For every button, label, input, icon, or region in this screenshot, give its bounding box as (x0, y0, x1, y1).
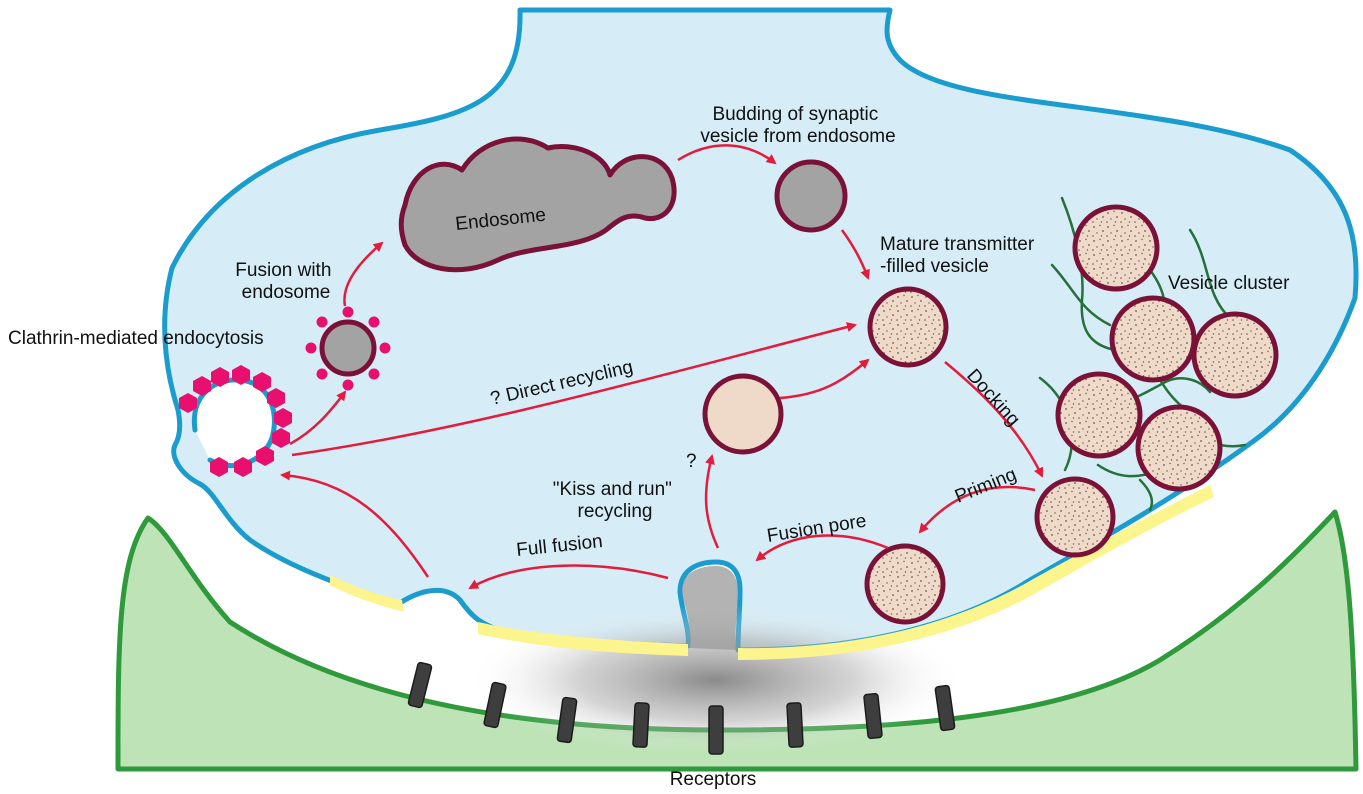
label-budding: Budding of synaptic vesicle from endosom… (700, 104, 895, 147)
label-kiss-question: ? (686, 451, 697, 472)
label-vesicle-cluster: Vesicle cluster (1168, 273, 1290, 294)
label-clathrin: Clathrin-mediated endocytosis (8, 328, 264, 349)
label-fusion-with-endosome: Fusion with endosome (235, 260, 336, 303)
fusion-pore-opening (682, 566, 738, 650)
primed-vesicle (867, 546, 943, 622)
kiss-and-run-vesicle (705, 376, 781, 452)
mature-vesicle (870, 289, 946, 365)
label-receptors: Receptors (670, 769, 757, 790)
docked-vesicle (1037, 479, 1113, 555)
budding-vesicle (777, 162, 845, 230)
